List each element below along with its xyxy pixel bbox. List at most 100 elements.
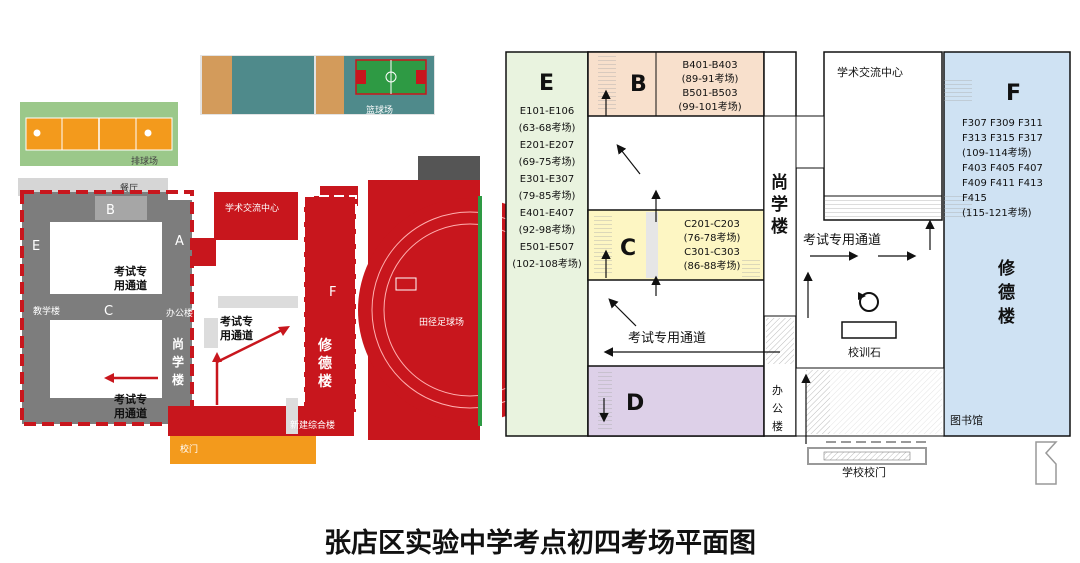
room-line: F307 F309 F311 <box>962 118 1043 129</box>
room-line: E401-E407 <box>520 208 574 219</box>
room-line: (92-98考场) <box>519 223 576 236</box>
library-label: 图书馆 <box>950 413 983 427</box>
gate-label: 校门 <box>180 443 198 455</box>
shangxue-char-1: 尚 <box>172 336 184 351</box>
building-c-letter: C <box>620 236 636 261</box>
xiude-char-1: 修 <box>317 337 333 354</box>
room-line: (89-91考场) <box>682 72 739 85</box>
room-line: (109-114考场) <box>962 146 1032 159</box>
stairs-c <box>594 214 612 276</box>
shangxue-char-3: 楼 <box>771 216 788 237</box>
room-line: (86-88考场) <box>684 259 741 272</box>
building-e-rooms: E101-E106 (63-68考场) E201-E207 (69-75考场) E301… <box>512 106 582 270</box>
arrow-left-icon <box>104 373 114 383</box>
passage-label-bottom: 考试专用通道 <box>628 331 706 346</box>
academic-centre-building <box>823 51 943 221</box>
room-line: F415 <box>962 193 987 204</box>
rotate-icon <box>858 292 879 312</box>
room-line: C201-C203 <box>684 219 740 230</box>
basketball-area: 篮球场 <box>200 55 435 116</box>
gate-block <box>170 436 316 464</box>
north-arrow-icon <box>1035 441 1058 485</box>
room-line: (102-108考场) <box>512 257 582 270</box>
volleyball-court: 排球场 <box>20 102 178 167</box>
xiude-building: F 修 德 楼 <box>303 186 358 413</box>
building-c-rooms: C201-C203(76-78考场) C301-C303(86-88考场) <box>684 219 741 272</box>
building-c-label: C <box>104 304 113 319</box>
office-char-3: 楼 <box>772 419 783 433</box>
building-e-letter: E <box>539 71 554 96</box>
room-line: E101-E106 <box>520 106 574 117</box>
academic-centre: 学术交流中心 考试专 用通道 <box>192 192 298 405</box>
room-line: (76-78考场) <box>684 231 741 244</box>
passage-label-2a: 考试专 <box>114 392 147 406</box>
school-gate-label: 学校校门 <box>842 465 886 479</box>
teaching-building: B A E C 教学楼 办公楼 尚 学 楼 考试专 用通道 考试专 用通道 <box>20 190 194 426</box>
new-complex-building <box>168 406 354 436</box>
room-line: B401-B403 <box>682 60 737 71</box>
building-b-letter: B <box>630 72 647 97</box>
room-line: F409 F411 F413 <box>962 178 1043 189</box>
arrow-up-right-icon <box>278 326 290 336</box>
motto-stone-label: 校训石 <box>848 345 881 359</box>
building-f-letter: F <box>1006 81 1021 106</box>
academic-stairs <box>823 195 943 221</box>
shangxue-char-2: 学 <box>771 194 788 215</box>
xiude-char-3: 楼 <box>318 373 332 390</box>
stairs-b <box>598 56 616 112</box>
passage-label-3b: 用通道 <box>220 328 253 342</box>
room-line: (69-75考场) <box>519 155 576 168</box>
shangxue-char-1: 尚 <box>771 172 788 193</box>
c-corridor <box>646 212 658 278</box>
room-line: (99-101考场) <box>678 100 741 113</box>
xiude-char-2: 德 <box>318 355 332 372</box>
building-a-label: A <box>175 234 184 249</box>
yard-hatch <box>830 370 942 434</box>
room-line: (115-121考场) <box>962 206 1032 219</box>
room-line: E301-E307 <box>520 174 574 185</box>
complex-gap <box>286 398 298 434</box>
stairs-f1 <box>944 78 972 102</box>
room-line: (79-85考场) <box>519 189 576 202</box>
passage-label-1b: 用通道 <box>114 278 147 292</box>
stairs-d <box>598 370 612 432</box>
office-label: 办公楼 <box>166 307 193 319</box>
building-b-label: B <box>106 203 115 218</box>
building-f <box>943 51 1071 437</box>
passage-label-1a: 考试专 <box>114 264 147 278</box>
passage-label-3a: 考试专 <box>220 314 253 328</box>
volleyball-label: 排球场 <box>131 155 158 167</box>
xiude-char-2: 德 <box>998 282 1015 303</box>
new-complex-label: 新建综合楼 <box>290 419 335 431</box>
room-line: E501-E507 <box>520 242 574 253</box>
field-label: 田径足球场 <box>419 316 464 328</box>
passage-label-top: 考试专用通道 <box>803 233 881 248</box>
academic-label: 学术交流中心 <box>837 65 903 79</box>
building-c <box>587 209 765 281</box>
gate-hatch <box>806 370 830 434</box>
passage-label-2b: 用通道 <box>114 406 147 420</box>
xiude-char-1: 修 <box>997 258 1016 279</box>
shangxue-char-2: 学 <box>172 354 184 369</box>
shangxue-char-3: 楼 <box>172 372 184 387</box>
page-title: 张店区实验中学考点初四考场平面图 <box>324 528 756 559</box>
room-line: (63-68考场) <box>519 121 576 134</box>
academic-label: 学术交流中心 <box>225 202 279 214</box>
building-b-rooms: B401-B403(89-91考场) B501-B503(99-101考场) <box>678 60 741 113</box>
room-line: C301-C303 <box>684 247 740 258</box>
xiude-char-3: 楼 <box>998 306 1015 327</box>
room-line: F313 F315 F317 <box>962 133 1043 144</box>
room-line: F403 F405 F407 <box>962 163 1043 174</box>
stairs-f2 <box>944 196 972 218</box>
room-line: B501-B503 <box>682 88 737 99</box>
building-d <box>587 365 765 437</box>
office-char-2: 公 <box>772 402 783 415</box>
room-line: E201-E207 <box>520 140 574 151</box>
building-e-label: E <box>32 239 40 254</box>
building-f-label: F <box>329 285 336 300</box>
teaching-label: 教学楼 <box>33 305 60 317</box>
building-d-letter: D <box>626 391 644 416</box>
shangxue-stairs <box>766 318 794 364</box>
